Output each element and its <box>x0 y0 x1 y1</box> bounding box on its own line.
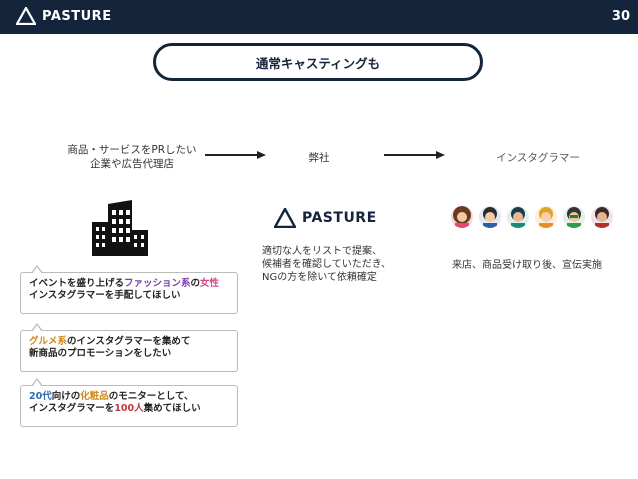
highlight-gourmet: グルメ系 <box>29 336 68 347</box>
arrow-right-icon <box>384 151 445 159</box>
company-description-line1: 適切な人をリストで提案、 <box>262 246 382 257</box>
text-fragment: のインスタグラマーを集めて <box>67 336 191 347</box>
flow-client-line2: 企業や広告代理店 <box>90 158 174 170</box>
request-example-cosmetics: 20代向けの化粧品のモニターとして、 インスタグラマーを100人集めてほしい <box>20 378 238 427</box>
flow-influencer: インスタグラマー <box>496 152 580 164</box>
highlight-fashion: ファッション系 <box>124 278 191 289</box>
buildings-icon <box>92 200 148 256</box>
highlight-age: 20代 <box>29 391 52 402</box>
influencer-avatar-icon <box>451 206 473 228</box>
pasture-logo-icon <box>16 7 36 25</box>
text-fragment: の <box>190 278 201 289</box>
text-fragment: インスタグラマーを <box>29 403 115 414</box>
influencer-avatars <box>451 206 613 228</box>
text-fragment: のモニターとして、 <box>108 391 194 402</box>
page-number: 30 <box>611 9 630 24</box>
request-example-fashion: イベントを盛り上げるファッション系の女性 インスタグラマーを手配してほしい <box>20 265 238 314</box>
highlight-female: 女性 <box>200 278 220 289</box>
request-line2: 新商品のプロモーションをしたい <box>29 348 172 359</box>
casting-title: 通常キャスティングも <box>153 43 483 81</box>
influencer-avatar-icon <box>591 206 613 228</box>
text-fragment: 向けの <box>51 391 81 402</box>
company-description-line2: 候補者を確認していただき、 <box>262 259 391 270</box>
request-line1: グルメ系のインスタグラマーを集めて <box>29 336 229 348</box>
influencer-avatar-icon <box>479 206 501 228</box>
highlight-count: 100人 <box>114 403 144 414</box>
flow-client: 商品・サービスをPRしたい 企業や広告代理店 <box>52 143 212 171</box>
request-line1: 20代向けの化粧品のモニターとして、 <box>29 391 229 403</box>
top-bar: PASTURE 30 <box>0 0 638 34</box>
arrow-right-icon <box>205 151 266 159</box>
influencer-description: 来店、商品受け取り後、宣伝実施 <box>452 260 602 271</box>
brand-name: PASTURE <box>42 8 112 24</box>
request-example-gourmet: グルメ系のインスタグラマーを集めて 新商品のプロモーションをしたい <box>20 323 238 372</box>
influencer-avatar-icon <box>535 206 557 228</box>
company-description-line3: NGの方を除いて依頼確定 <box>262 272 377 283</box>
flow-client-line1: 商品・サービスをPRしたい <box>67 144 197 156</box>
pasture-logo: PASTURE <box>274 208 377 228</box>
text-fragment: 集めてほしい <box>143 403 201 414</box>
request-line2: インスタグラマーを手配してほしい <box>29 290 181 301</box>
casting-title-text: 通常キャスティングも <box>255 55 381 71</box>
highlight-cosmetics: 化粧品 <box>80 391 109 402</box>
text-fragment: イベントを盛り上げる <box>29 278 125 289</box>
pasture-logo-icon <box>274 208 296 228</box>
brand: PASTURE <box>16 7 112 25</box>
influencer-avatar-icon <box>563 206 585 228</box>
company-description: 適切な人をリストで提案、 候補者を確認していただき、 NGの方を除いて依頼確定 <box>262 245 391 284</box>
influencer-avatar-icon <box>507 206 529 228</box>
pasture-logo-text: PASTURE <box>302 210 377 226</box>
request-line1: イベントを盛り上げるファッション系の女性 <box>29 278 229 290</box>
flow-company: 弊社 <box>308 152 330 164</box>
request-line2: インスタグラマーを100人集めてほしい <box>29 403 229 415</box>
